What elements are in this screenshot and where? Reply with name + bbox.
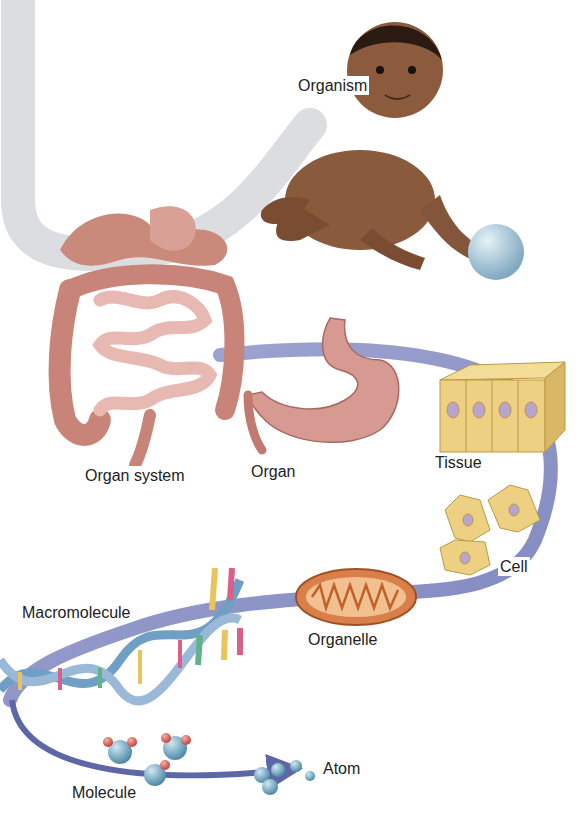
molecule-group [103, 733, 191, 786]
level-label: Organism [296, 76, 369, 95]
digestive-system [60, 206, 235, 465]
atom-group [254, 760, 315, 795]
level-label: Molecule [70, 783, 138, 802]
level-label: Organelle [306, 630, 379, 649]
level-label: Cell [498, 557, 530, 576]
dna-helix [0, 568, 240, 701]
cell-group [440, 485, 540, 575]
tissue-block [440, 362, 565, 452]
level-label: Organ system [83, 466, 187, 485]
baby-figure [261, 22, 524, 280]
level-label: Tissue [433, 453, 484, 472]
level-label: Atom [321, 759, 362, 778]
level-label: Organ [249, 462, 297, 481]
level-label: Macromolecule [20, 603, 132, 622]
mitochondrion [296, 569, 416, 625]
stomach-organ [248, 318, 399, 450]
